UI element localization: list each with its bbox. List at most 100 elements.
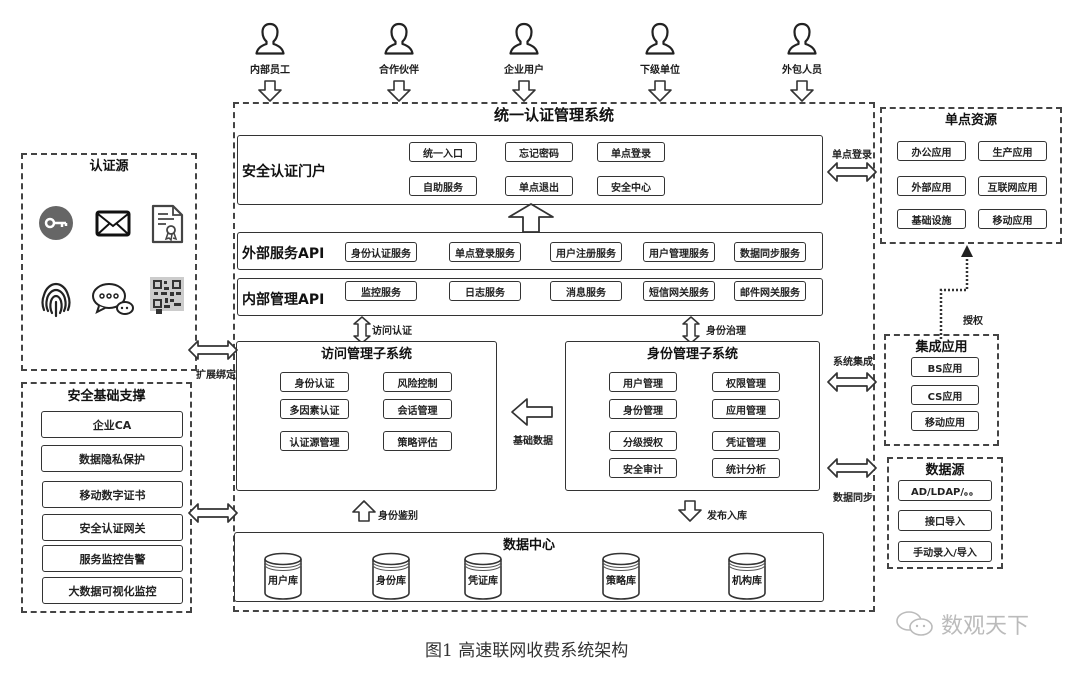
portal-security-center[interactable]: 安全中心 bbox=[597, 176, 665, 196]
identity-identity-manage[interactable]: 身份管理 bbox=[609, 399, 677, 419]
access-session[interactable]: 会话管理 bbox=[383, 399, 452, 419]
portal-unified-entry[interactable]: 统一入口 bbox=[409, 142, 477, 162]
api-mail-gateway[interactable]: 邮件网关服务 bbox=[734, 281, 806, 301]
external-service-api bbox=[237, 232, 823, 270]
certificate-icon bbox=[151, 204, 184, 244]
db-organization: 机构库 bbox=[727, 552, 767, 600]
api-sms-gateway[interactable]: 短信网关服务 bbox=[643, 281, 715, 301]
db-credential: 凭证库 bbox=[463, 552, 503, 600]
integrated-cs-app[interactable]: CS应用 bbox=[911, 385, 979, 405]
user-label: 内部员工 bbox=[250, 65, 290, 76]
sso-internet-app[interactable]: 互联网应用 bbox=[978, 176, 1047, 196]
user-label: 下级单位 bbox=[640, 65, 680, 76]
security-base-support bbox=[21, 382, 192, 613]
access-risk-control[interactable]: 风险控制 bbox=[383, 372, 452, 392]
db-user: 用户库 bbox=[263, 552, 303, 600]
portal-forgot-password[interactable]: 忘记密码 bbox=[505, 142, 573, 162]
db-label: 凭证库 bbox=[468, 576, 498, 587]
api-log[interactable]: 日志服务 bbox=[449, 281, 521, 301]
access-auth-label: 访问认证 bbox=[372, 326, 412, 337]
identity-credential-manage[interactable]: 凭证管理 bbox=[712, 431, 780, 451]
datasource-api-import[interactable]: 接口导入 bbox=[898, 510, 992, 531]
sso-mobile-app[interactable]: 移动应用 bbox=[978, 209, 1047, 229]
bidirectional-arrow-icon bbox=[188, 339, 238, 361]
person-icon bbox=[255, 22, 285, 56]
security-enterprise-ca[interactable]: 企业CA bbox=[41, 411, 183, 438]
access-policy-eval[interactable]: 策略评估 bbox=[383, 431, 452, 451]
api-user-register[interactable]: 用户注册服务 bbox=[550, 242, 622, 262]
person-icon bbox=[645, 22, 675, 56]
up-arrow-icon bbox=[508, 203, 554, 233]
identity-gov-label: 身份治理 bbox=[706, 326, 746, 337]
identity-tiered-auth[interactable]: 分级授权 bbox=[609, 431, 677, 451]
integrated-bs-app[interactable]: BS应用 bbox=[911, 357, 979, 377]
api-user-manage[interactable]: 用户管理服务 bbox=[643, 242, 715, 262]
access-identity-auth[interactable]: 身份认证 bbox=[280, 372, 349, 392]
left-arrow-icon bbox=[510, 397, 554, 427]
sso-label: 单点登录 bbox=[832, 150, 872, 161]
db-policy: 策略库 bbox=[601, 552, 641, 600]
internal-management-api bbox=[237, 278, 823, 316]
user-partner: 合作伙伴 bbox=[369, 22, 429, 76]
identity-security-audit[interactable]: 安全审计 bbox=[609, 458, 677, 478]
security-data-privacy[interactable]: 数据隐私保护 bbox=[41, 445, 183, 472]
identity-app-manage[interactable]: 应用管理 bbox=[712, 399, 780, 419]
person-icon bbox=[787, 22, 817, 56]
watermark-text: 数观天下 bbox=[941, 614, 1030, 639]
api-monitor[interactable]: 监控服务 bbox=[345, 281, 417, 301]
db-label: 机构库 bbox=[732, 576, 762, 587]
portal-sso-logout[interactable]: 单点退出 bbox=[505, 176, 573, 196]
sso-resources-title: 单点资源 bbox=[944, 113, 997, 128]
wechat-icon bbox=[896, 611, 933, 636]
integrated-apps bbox=[884, 334, 999, 446]
user-label: 企业用户 bbox=[504, 65, 544, 76]
api-sso[interactable]: 单点登录服务 bbox=[449, 242, 521, 262]
portal-title: 安全认证门户 bbox=[242, 164, 326, 180]
datasource-manual-import[interactable]: 手动录入/导入 bbox=[898, 541, 992, 562]
qrcode-icon bbox=[150, 277, 184, 314]
identity-statistics[interactable]: 统计分析 bbox=[712, 458, 780, 478]
user-internal-staff: 内部员工 bbox=[240, 22, 300, 76]
up-arrow-icon bbox=[351, 500, 377, 522]
sso-production-app[interactable]: 生产应用 bbox=[978, 141, 1047, 161]
sso-external-app[interactable]: 外部应用 bbox=[897, 176, 966, 196]
api-identity-auth[interactable]: 身份认证服务 bbox=[345, 242, 417, 262]
portal-sso-login[interactable]: 单点登录 bbox=[597, 142, 665, 162]
db-label: 身份库 bbox=[376, 576, 406, 587]
publish-label: 发布入库 bbox=[707, 511, 747, 522]
access-mfa[interactable]: 多因素认证 bbox=[280, 399, 349, 419]
external-api-title: 外部服务API bbox=[242, 246, 325, 262]
datasource-ad-ldap[interactable]: AD/LDAP/。。 bbox=[898, 480, 992, 501]
security-bigdata-monitor[interactable]: 大数据可视化监控 bbox=[42, 577, 183, 604]
security-service-monitor[interactable]: 服务监控告警 bbox=[42, 545, 183, 572]
access-management-subsystem bbox=[236, 341, 497, 491]
internal-api-title: 内部管理API bbox=[242, 292, 325, 308]
user-label: 外包人员 bbox=[782, 65, 822, 76]
down-arrow-icon bbox=[677, 500, 703, 522]
system-integration-label: 系统集成 bbox=[833, 357, 873, 368]
portal-self-service[interactable]: 自助服务 bbox=[409, 176, 477, 196]
user-enterprise: 企业用户 bbox=[494, 22, 554, 76]
person-icon bbox=[509, 22, 539, 56]
user-label: 合作伙伴 bbox=[379, 65, 419, 76]
security-mobile-cert[interactable]: 移动数字证书 bbox=[42, 481, 183, 508]
identity-permission-manage[interactable]: 权限管理 bbox=[712, 372, 780, 392]
figure-caption: 图1 高速联网收费系统架构 bbox=[425, 641, 629, 661]
down-arrow-icon bbox=[511, 80, 537, 102]
key-icon bbox=[39, 206, 73, 240]
down-arrow-icon bbox=[386, 80, 412, 102]
sso-infrastructure[interactable]: 基础设施 bbox=[897, 209, 966, 229]
identity-management-subsystem bbox=[565, 341, 820, 491]
identity-user-manage[interactable]: 用户管理 bbox=[609, 372, 677, 392]
data-sources bbox=[887, 457, 1003, 569]
db-label: 用户库 bbox=[268, 576, 298, 587]
api-data-sync[interactable]: 数据同步服务 bbox=[734, 242, 806, 262]
security-auth-gateway[interactable]: 安全认证网关 bbox=[42, 514, 183, 541]
access-auth-source[interactable]: 认证源管理 bbox=[280, 431, 349, 451]
api-message[interactable]: 消息服务 bbox=[550, 281, 622, 301]
sso-office-app[interactable]: 办公应用 bbox=[897, 141, 966, 161]
integrated-mobile-app[interactable]: 移动应用 bbox=[911, 411, 979, 431]
integrated-apps-title: 集成应用 bbox=[915, 340, 968, 355]
unified-auth-title: 统一认证管理系统 bbox=[493, 106, 614, 124]
authorize-label: 授权 bbox=[963, 316, 983, 327]
